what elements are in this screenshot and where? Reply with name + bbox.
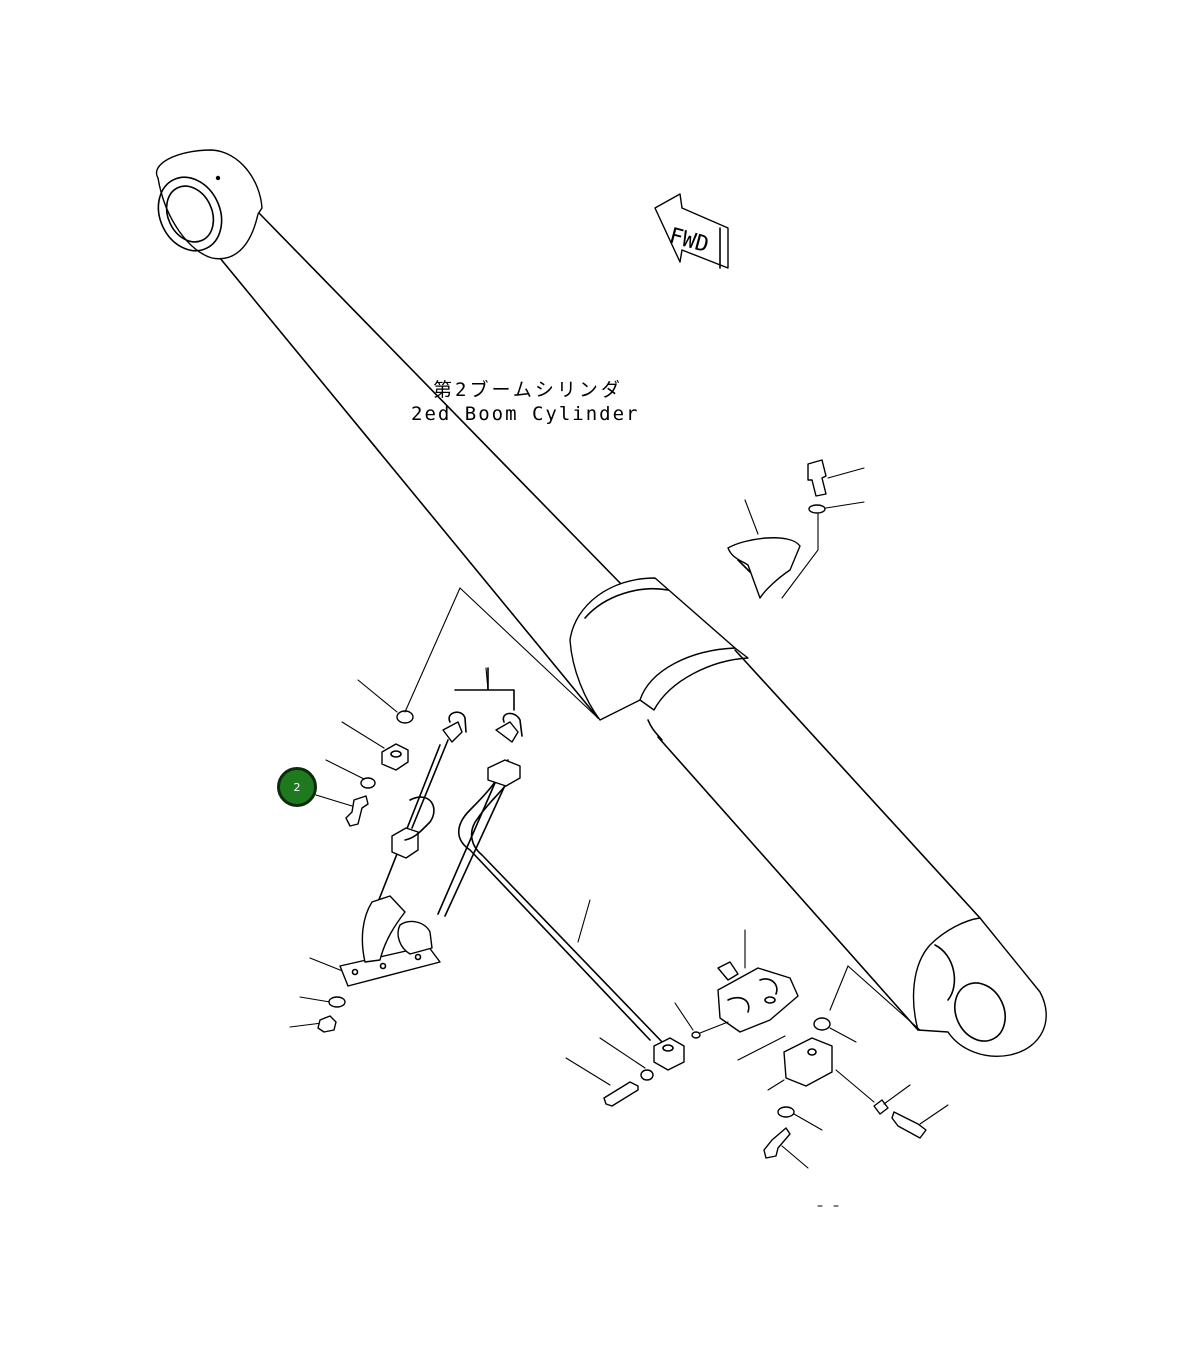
pipe-brackets: [381, 710, 521, 859]
pipe-end-flange: [565, 1037, 685, 1107]
hydraulic-pipes: [377, 667, 666, 1046]
bottom-end-eye: [912, 917, 1047, 1057]
leader-lines-left: [289, 587, 599, 1028]
callout-marker-2[interactable]: 2: [277, 767, 317, 807]
fwd-arrow-icon: FWD: [654, 193, 729, 269]
left-hardware: [317, 777, 376, 1033]
cylinder-title-jp: 第2ブームシリンダ: [433, 378, 623, 401]
valve-block: [674, 929, 799, 1061]
cylinder-tube: [657, 649, 981, 1031]
clamp-assembly: [727, 459, 865, 599]
callout-number: 2: [293, 781, 301, 794]
rod-end-eye: [155, 149, 263, 260]
leader-cross: [485, 667, 591, 943]
cylinder-rod: [214, 211, 623, 719]
cylinder-title-en: 2ed Boom Cylinder: [411, 403, 639, 425]
cylinder-gland: [569, 577, 749, 741]
right-block-assembly: [763, 965, 949, 1207]
mounting-plate: [339, 895, 441, 987]
